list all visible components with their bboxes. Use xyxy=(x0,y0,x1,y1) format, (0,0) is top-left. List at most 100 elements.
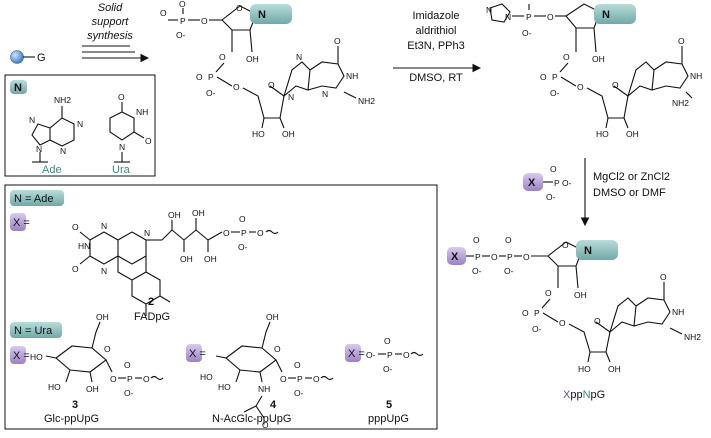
svg-text:O: O xyxy=(124,360,131,370)
svg-text:O: O xyxy=(72,222,79,232)
svg-text:DMSO, RT: DMSO, RT xyxy=(409,72,463,84)
n-tag-label: N xyxy=(14,82,22,94)
svg-text:N: N xyxy=(77,119,83,129)
svg-text:O: O xyxy=(274,344,281,354)
x-tag-reagent xyxy=(523,173,543,191)
svg-text:O: O xyxy=(523,252,530,262)
n-acetylglucosamine-structure: OH O HO HO NH O O P O O- O xyxy=(200,312,334,430)
svg-text:OH: OH xyxy=(96,312,109,322)
svg-text:O: O xyxy=(145,136,152,146)
compound-3-number: 3 xyxy=(72,399,78,411)
svg-text:N: N xyxy=(296,52,302,62)
x-tag-2 xyxy=(10,213,26,231)
compound-2-number: 2 xyxy=(148,296,154,308)
svg-text:O: O xyxy=(223,228,230,238)
svg-text:NH: NH xyxy=(346,71,358,81)
step3: X P O- O O- MgCl2 or ZnCl2 DMSO or DMF xyxy=(523,158,670,227)
svg-text:OH: OH xyxy=(168,210,181,220)
svg-text:O-: O- xyxy=(294,388,304,398)
svg-text:P: P xyxy=(552,72,558,82)
adenine-structure: NH2 N N N N Ade xyxy=(29,95,83,176)
svg-text:X =: X = xyxy=(13,350,30,362)
x-tag-4 xyxy=(186,344,202,362)
svg-text:N: N xyxy=(505,12,511,22)
n-ura-label: N = Ura xyxy=(14,325,53,337)
svg-text:N: N xyxy=(101,221,107,231)
svg-text:HN: HN xyxy=(78,241,90,251)
n-tag-intermediate xyxy=(250,4,292,24)
svg-text:O: O xyxy=(233,82,240,92)
svg-text:O: O xyxy=(660,272,667,282)
svg-text:X: X xyxy=(451,251,459,263)
compound-5-name: pppUpG xyxy=(368,413,409,425)
bead-g-label: G xyxy=(37,52,46,64)
flavin-structure: O O HN N N N OH OH OH OH O P O xyxy=(72,208,279,316)
svg-text:O: O xyxy=(594,316,601,326)
svg-text:N: N xyxy=(602,9,610,21)
svg-text:O: O xyxy=(473,235,480,245)
svg-text:O: O xyxy=(505,235,512,245)
svg-text:O: O xyxy=(313,374,320,384)
svg-text:O: O xyxy=(179,0,186,9)
svg-text:NH2: NH2 xyxy=(54,95,71,105)
svg-text:O: O xyxy=(196,72,203,82)
n-tag xyxy=(10,80,27,94)
svg-text:N: N xyxy=(144,228,150,238)
svg-text:X: X xyxy=(528,177,536,189)
svg-text:HO: HO xyxy=(218,382,231,392)
svg-text:aldrithiol: aldrithiol xyxy=(416,25,457,37)
svg-text:O-: O- xyxy=(176,30,186,40)
svg-text:P: P xyxy=(507,252,513,262)
svg-text:O: O xyxy=(280,374,287,384)
svg-text:O: O xyxy=(545,288,552,298)
compound-4-name: N-AcGlc-ppUpG xyxy=(212,413,291,425)
svg-text:O-: O- xyxy=(206,88,216,98)
svg-text:MgCl2 or ZnCl2: MgCl2 or ZnCl2 xyxy=(593,171,670,183)
ade-label: Ade xyxy=(42,164,62,176)
compound-2-name: FADpG xyxy=(134,311,170,323)
svg-text:HO: HO xyxy=(596,129,609,139)
svg-text:O: O xyxy=(104,344,111,354)
phosphate-structure: O- P O O- O xyxy=(366,336,424,374)
x-tag-product xyxy=(447,247,466,265)
svg-text:P: P xyxy=(241,228,247,238)
svg-text:O: O xyxy=(491,252,498,262)
svg-text:O: O xyxy=(403,350,410,360)
svg-text:O: O xyxy=(612,80,619,90)
svg-text:OH: OH xyxy=(266,312,279,322)
product-structure: X P O O- O P O O- O O N OH O P O O- O O … xyxy=(447,235,701,401)
svg-text:O: O xyxy=(257,228,264,238)
svg-text:OH: OH xyxy=(626,129,639,139)
svg-text:P: P xyxy=(534,308,540,318)
n-ade-tag xyxy=(10,190,64,206)
svg-text:NH: NH xyxy=(672,307,684,317)
svg-text:O: O xyxy=(118,92,125,102)
svg-text:OH: OH xyxy=(592,54,605,64)
svg-text:O: O xyxy=(522,308,529,318)
svg-text:OH: OH xyxy=(192,208,205,218)
svg-text:NH: NH xyxy=(258,384,270,394)
svg-text:N: N xyxy=(322,89,328,99)
glucose-structure: OH O HO HO OH O P O O- O xyxy=(30,312,164,398)
svg-text:O: O xyxy=(262,420,269,430)
svg-text:P: P xyxy=(387,350,393,360)
solid-support-bead: G xyxy=(10,50,46,64)
svg-text:O: O xyxy=(559,318,566,328)
svg-text:O-: O- xyxy=(472,266,482,276)
svg-text:OH: OH xyxy=(282,129,295,139)
svg-text:O-: O- xyxy=(238,242,248,252)
n-ura-tag xyxy=(10,322,62,338)
svg-text:O: O xyxy=(384,336,391,346)
svg-text:N: N xyxy=(36,144,42,154)
svg-text:O: O xyxy=(540,72,547,82)
cond-support: support xyxy=(92,16,130,28)
svg-text:N: N xyxy=(288,92,294,102)
compound-3-name: Glc-ppUpG xyxy=(44,413,99,425)
svg-text:P: P xyxy=(526,12,532,22)
uracil-structure: O O NH N Ura xyxy=(109,92,152,176)
svg-text:O-: O- xyxy=(522,28,532,38)
svg-text:O: O xyxy=(334,36,341,46)
svg-text:O: O xyxy=(236,3,243,13)
svg-text:O: O xyxy=(160,8,167,18)
svg-text:NH2: NH2 xyxy=(672,98,689,108)
